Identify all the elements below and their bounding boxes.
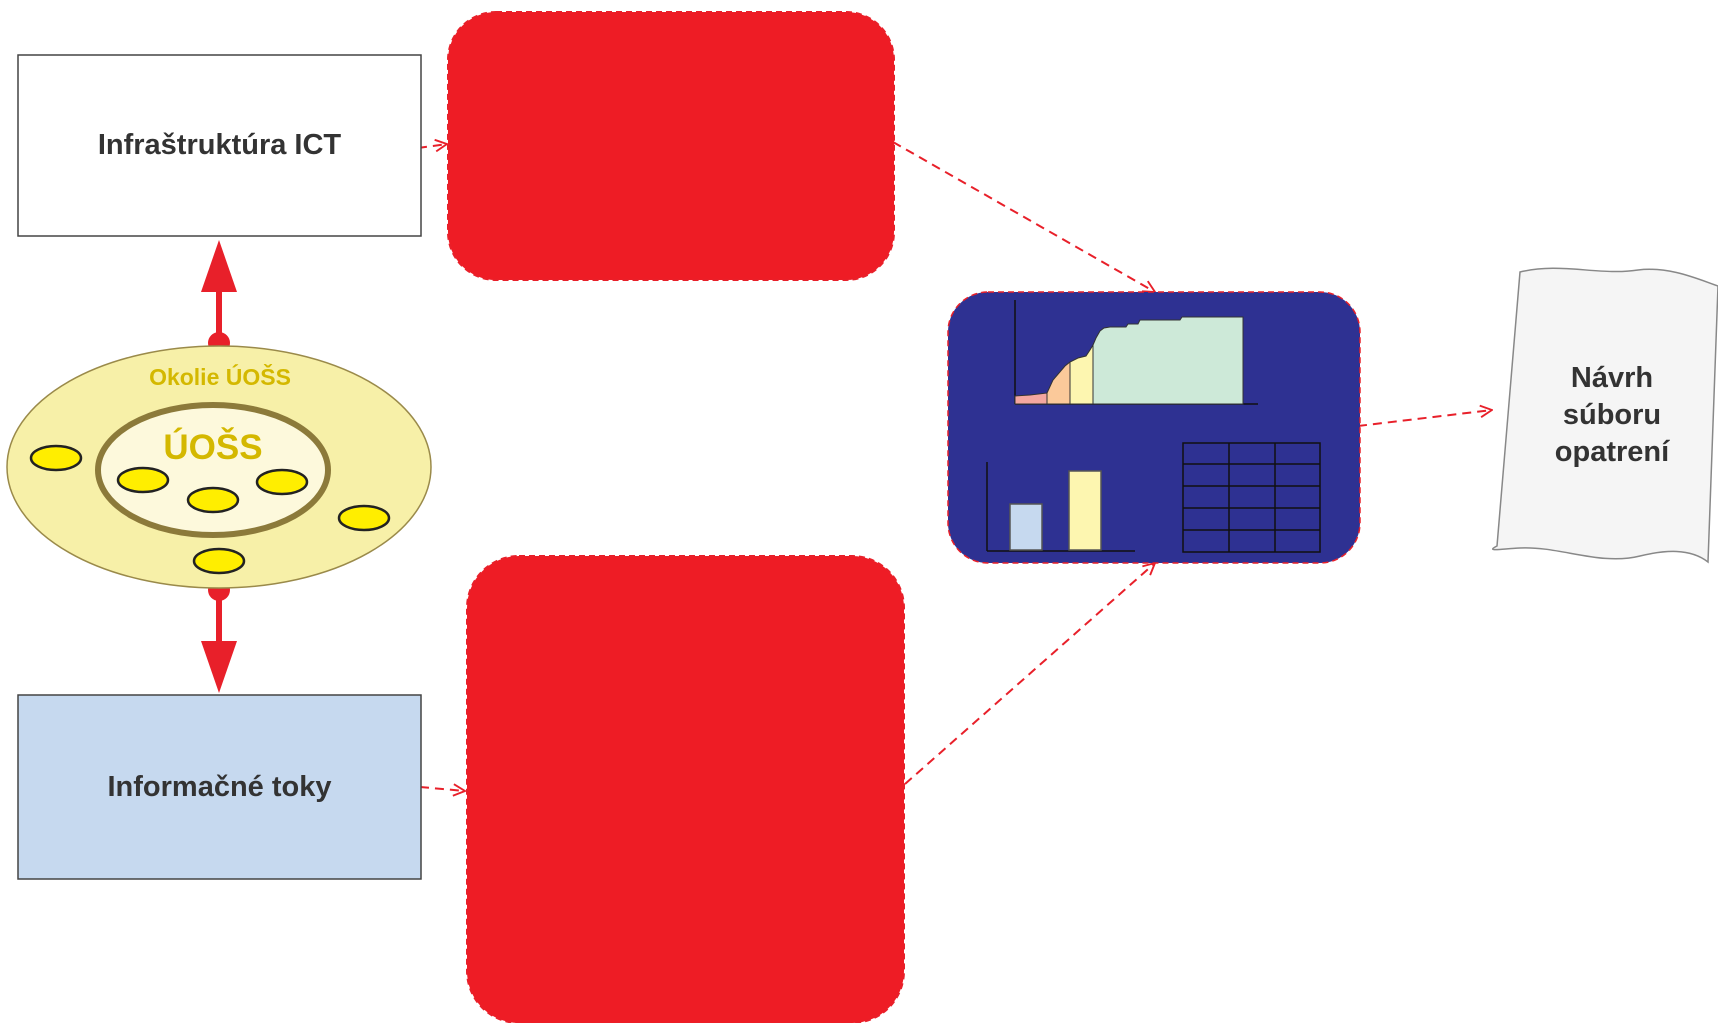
arrow-infrastructure-to-block — [417, 144, 447, 148]
document-page-icon — [1491, 267, 1718, 564]
information-flows-box — [17, 694, 422, 880]
entity-node — [337, 504, 391, 532]
environment-inner-label: ÚOŠS — [163, 428, 263, 467]
analysis-panel — [947, 291, 1361, 564]
analysis-panel-background — [947, 291, 1361, 564]
proposal-document — [1491, 267, 1718, 564]
mini-table-icon — [1182, 442, 1321, 553]
information-flows-label: Informačné toky — [107, 770, 332, 803]
proposal-label: Návrh súboru opatrení — [1554, 361, 1670, 468]
red-block-bottom — [466, 555, 905, 1023]
arrow-bottom-block-to-analysis — [904, 563, 1155, 785]
environment-inner-ellipse — [95, 402, 331, 538]
vertical-link-bottom — [201, 579, 237, 693]
red-block-top — [447, 11, 895, 281]
connector-arrows — [417, 141, 1492, 791]
entity-node — [255, 468, 309, 496]
arrow-flows-to-block — [419, 787, 465, 791]
mini-step-chart-icon — [1014, 300, 1258, 405]
environment-diagram — [6, 345, 432, 589]
vertical-link-top — [201, 240, 237, 354]
entity-node — [29, 444, 83, 472]
infrastructure-box — [17, 54, 422, 237]
entity-node — [186, 486, 240, 514]
arrow-top-block-to-analysis — [892, 141, 1155, 292]
arrow-analysis-to-proposal — [1357, 410, 1492, 427]
infrastructure-label: Infraštruktúra ICT — [97, 129, 342, 161]
entity-node — [116, 466, 170, 494]
entity-node — [192, 547, 246, 575]
mini-bar-chart-icon — [986, 462, 1135, 552]
environment-outer-label: Okolie ÚOŠS — [149, 363, 291, 390]
